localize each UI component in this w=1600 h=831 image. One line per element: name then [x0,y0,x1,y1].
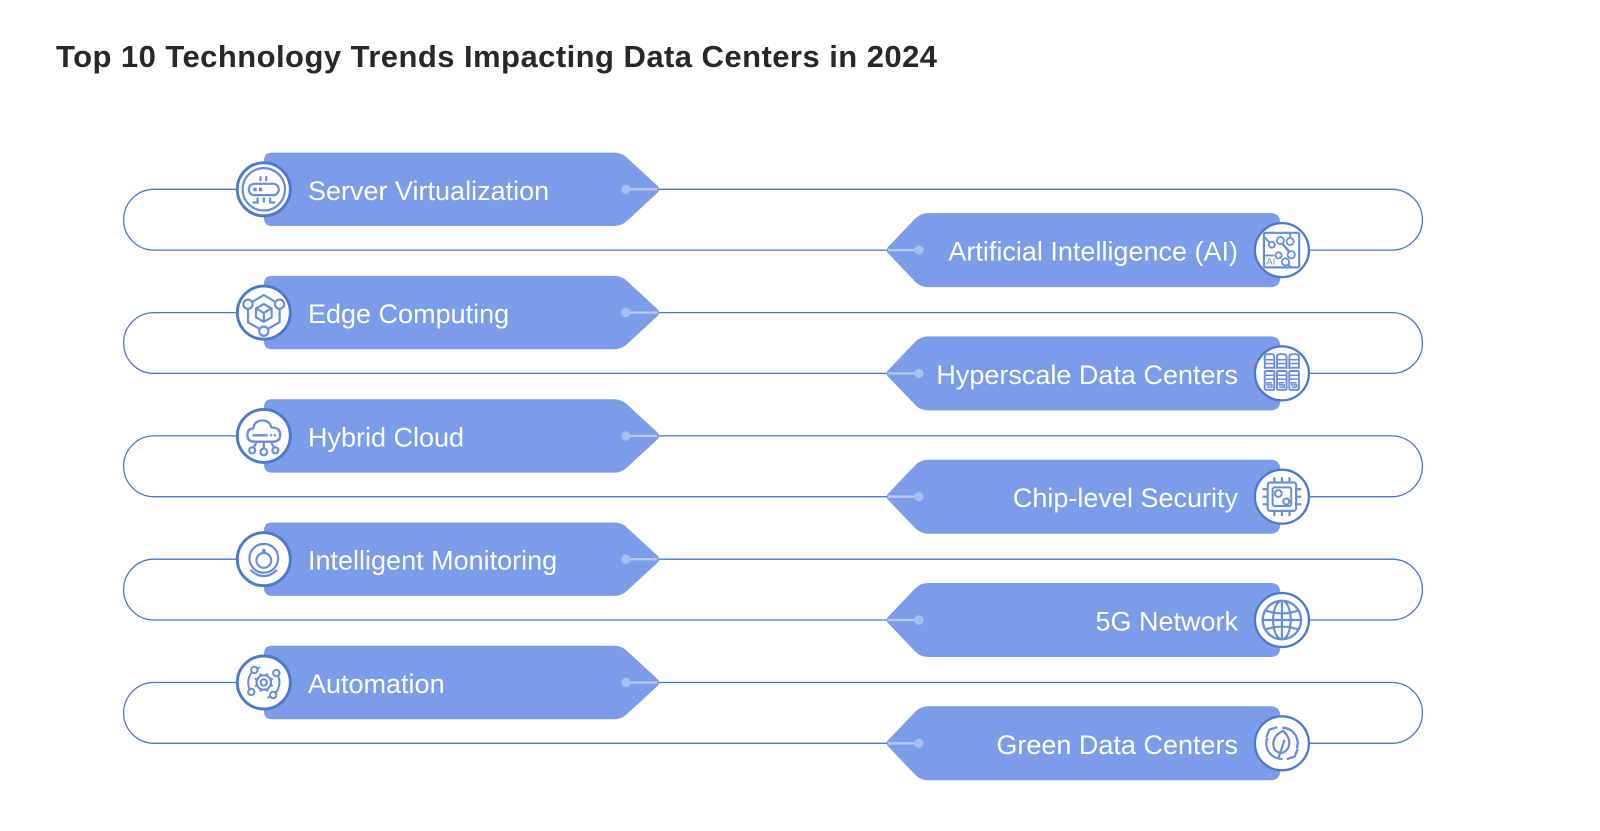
svg-text:Hybrid Cloud: Hybrid Cloud [308,422,464,452]
svg-text:Chip-level Security: Chip-level Security [1013,483,1239,513]
svg-text:Artificial Intelligence (AI): Artificial Intelligence (AI) [948,237,1238,267]
svg-text:5G Network: 5G Network [1095,607,1238,637]
svg-text:Hyperscale Data Centers: Hyperscale Data Centers [936,360,1238,390]
svg-text:AI: AI [1266,256,1275,267]
svg-text:Green Data Centers: Green Data Centers [996,730,1238,760]
svg-text:Top 10 Technology Trends Impac: Top 10 Technology Trends Impacting Data … [56,39,938,74]
svg-text:Automation: Automation [308,669,445,699]
svg-text:Intelligent Monitoring: Intelligent Monitoring [308,546,557,576]
svg-text:Edge Computing: Edge Computing [308,299,509,329]
svg-text:Server Virtualization: Server Virtualization [308,176,549,206]
